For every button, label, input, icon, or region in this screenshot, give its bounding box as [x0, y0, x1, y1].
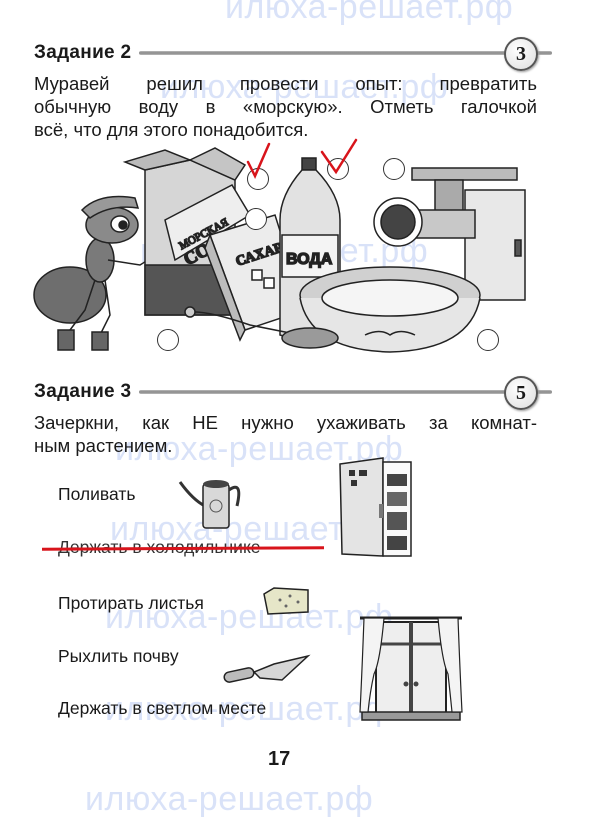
option-wipe-leaves[interactable]: Протирать листья [58, 593, 204, 613]
checkmark-icon [246, 142, 271, 179]
header-divider [139, 51, 552, 55]
option-loosen-soil[interactable]: Рыхлить почву [58, 646, 179, 666]
trowel-icon [223, 654, 311, 683]
task-2-title: Задание 2 [34, 42, 132, 63]
task-3-title: Задание 3 [34, 381, 132, 402]
task-2-header: Задание 2 [34, 39, 552, 67]
refrigerator-icon [339, 457, 412, 557]
instruction-line: Зачеркни, как НЕ нужно ухаживать за комн… [34, 412, 537, 433]
bottle-label: ВОДА [286, 251, 333, 268]
instruction-line: обычную воду в «морскую». Отметь галочко… [34, 96, 537, 117]
task-3-score-badge: 5 [504, 376, 538, 410]
option-watering[interactable]: Поливать [58, 484, 136, 504]
meat-grinder [373, 167, 526, 301]
answer-circle-sugar[interactable] [245, 208, 267, 230]
answer-circle-spoon[interactable] [157, 329, 179, 351]
ant-illustration [33, 195, 149, 351]
window-icon [359, 616, 463, 721]
spoon [184, 306, 339, 349]
watering-can-icon [178, 480, 241, 529]
task-2-illustration: МОРСКАЯ СОЛЬ САХАР ВОДА [33, 147, 526, 353]
checkmark-icon [320, 138, 358, 175]
instruction-line: ным растением. [34, 435, 173, 456]
answer-circle-meat-grinder[interactable] [383, 158, 405, 180]
instruction-line: Муравей решил провести опыт: превратить [34, 73, 537, 94]
watermark: илюха-решает.рф [85, 780, 374, 818]
bowl [299, 266, 481, 353]
option-keep-in-light[interactable]: Держать в светлом месте [58, 698, 267, 718]
page-number: 17 [268, 748, 291, 770]
task-3-instructions: Зачеркни, как НЕ нужно ухаживать за комн… [34, 411, 537, 457]
task-3-header: Задание 3 [34, 378, 552, 406]
task-2-instructions: Муравей решил провести опыт: превратить … [34, 72, 537, 141]
instruction-line: всё, что для этого понадобится. [34, 119, 309, 140]
sponge-icon [263, 587, 309, 615]
watermark: илюха-решает.рф [225, 0, 514, 26]
task-2-score-badge: 3 [504, 37, 538, 71]
answer-circle-bowl[interactable] [477, 329, 499, 351]
header-divider [139, 390, 552, 394]
